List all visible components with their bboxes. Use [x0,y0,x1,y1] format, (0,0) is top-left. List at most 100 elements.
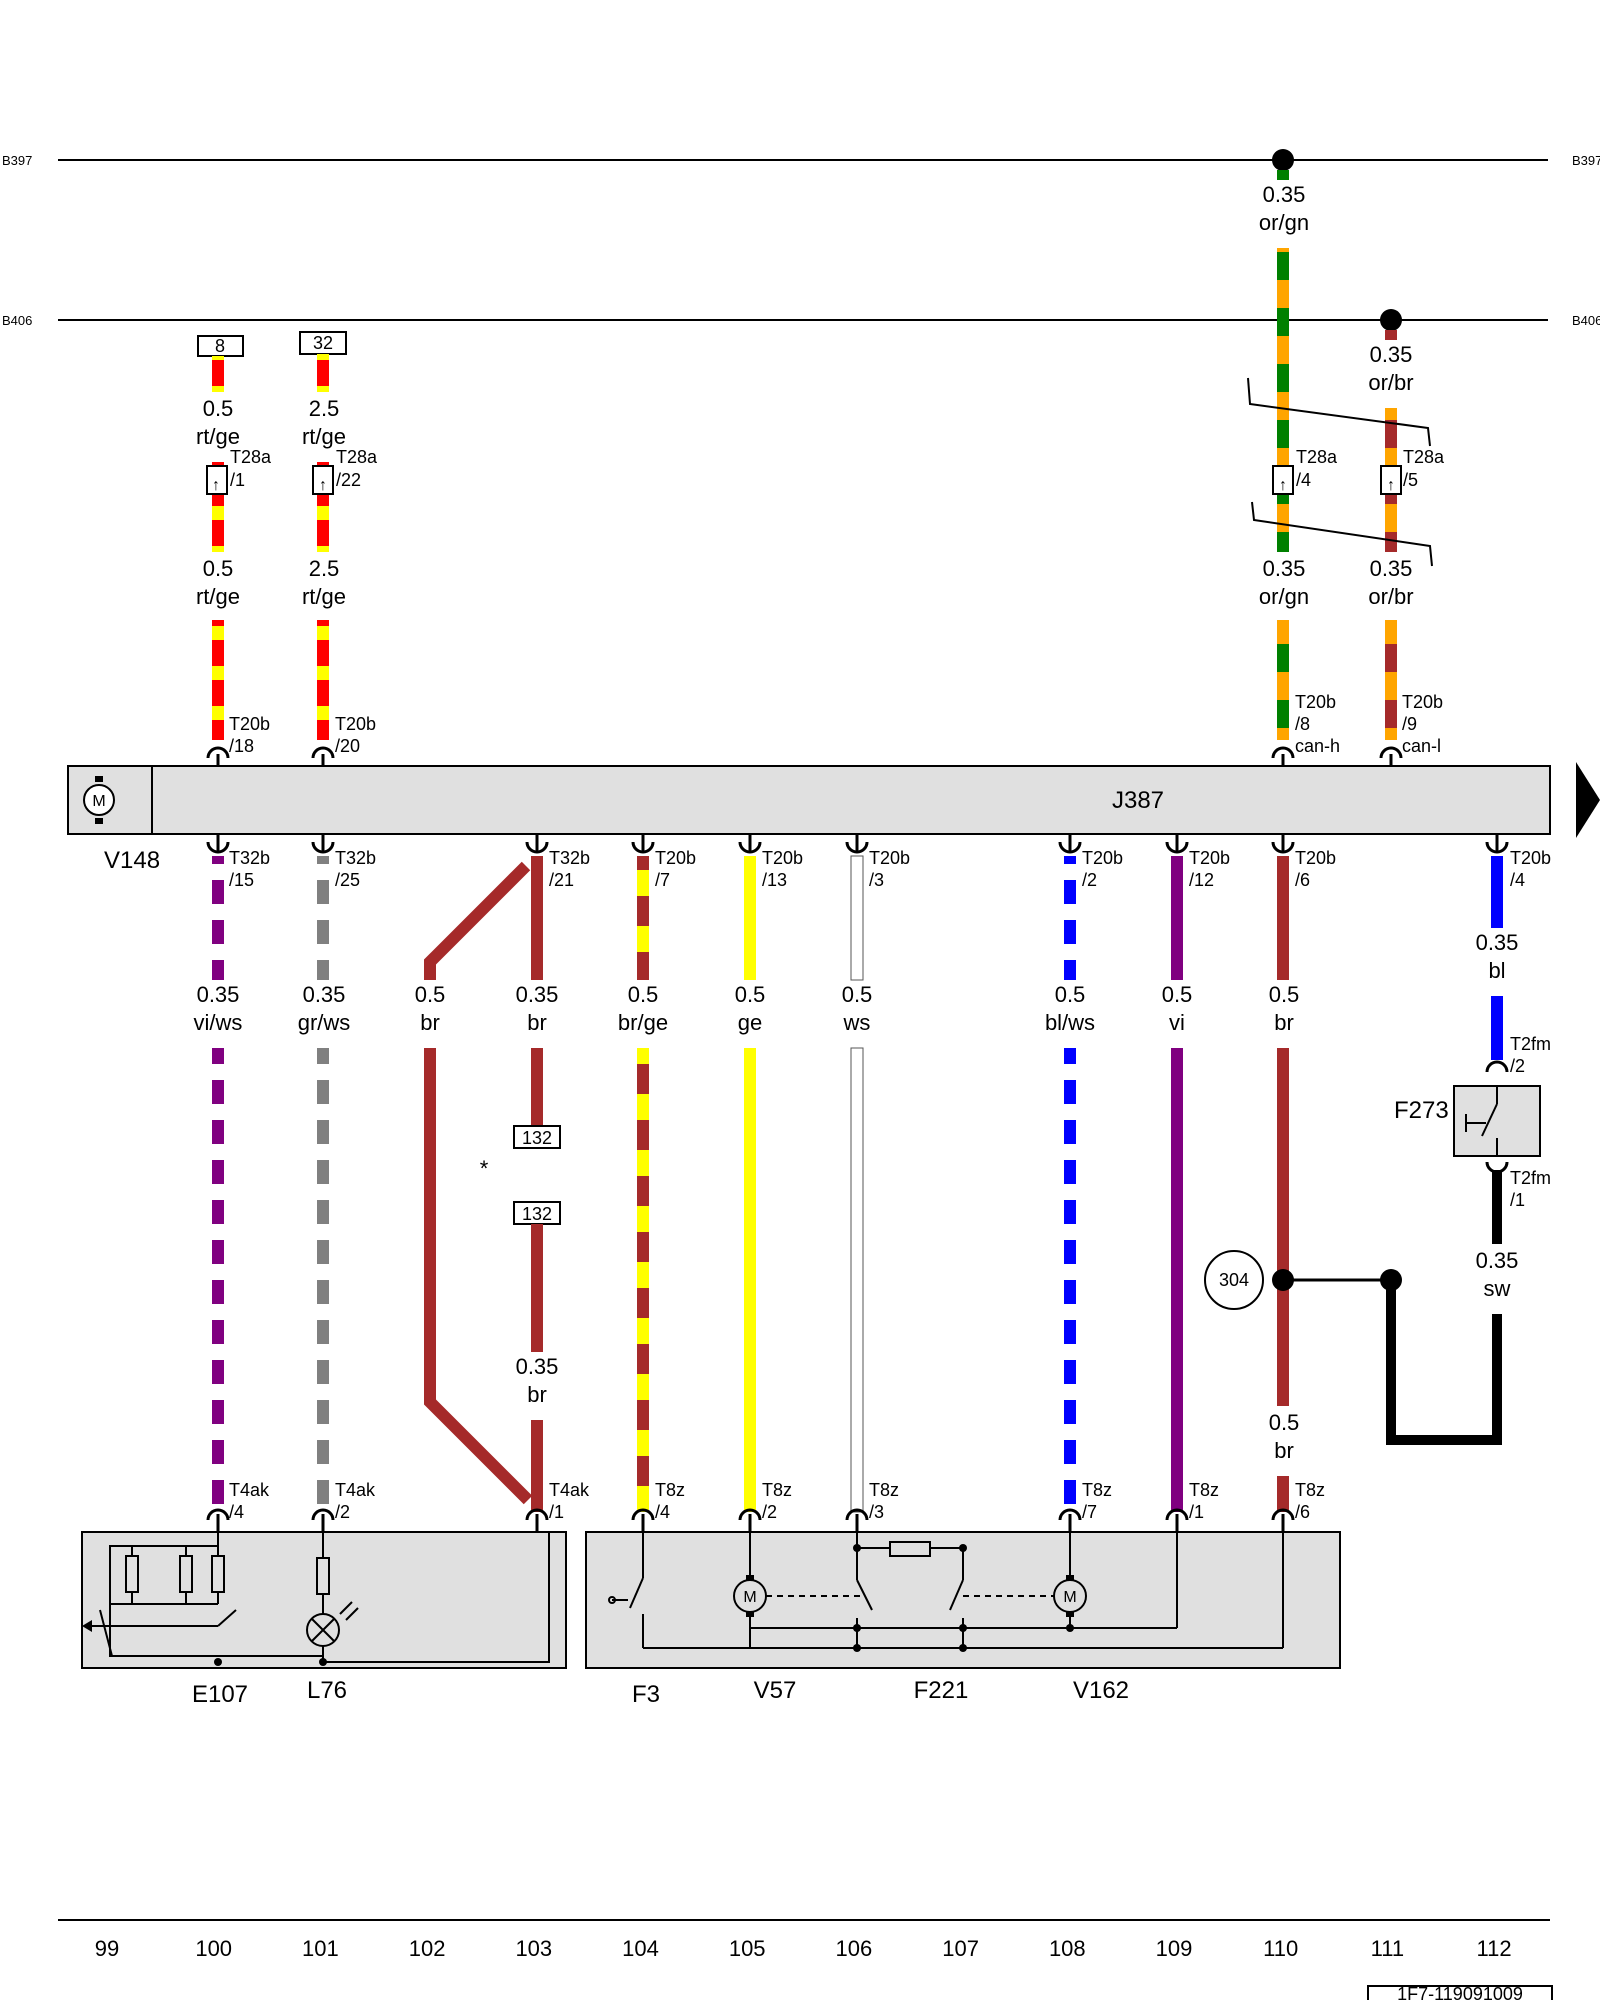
wire-104-color: br/ge [618,1010,668,1035]
t20b-18-arc [206,746,230,759]
wire-103-lower: T32b /21 0.35 br 132 132 0.35 br T4ak /1 [513,848,590,1522]
wire-105-lower: T20b /13 0.5 ge T8z /2 [735,848,803,1522]
t32b-15-pin: /15 [229,870,254,890]
wire-102-bypass: 0.5 br * [415,861,533,1505]
twisted-pair-brackets [1247,377,1433,567]
bottom-number-106: 106 [836,1936,873,1961]
rail-b397-right-label: B397 [1572,153,1600,168]
t2fm-1-label: T2fm [1510,1168,1551,1188]
wire-100-seg3 [212,620,224,740]
t20b-20-pin: /20 [335,736,360,756]
control-unit-j387: M J387 V148 [67,765,1551,874]
t28a-5-label: T28a [1403,447,1445,467]
rail-b406-left-label: B406 [2,313,32,328]
wire-110-seg2 [1277,620,1289,740]
wire-103-gauge: 0.35 [516,982,559,1007]
t20b-6-pin: /6 [1295,870,1310,890]
wire-104-lower: T20b /7 0.5 br/ge T8z /4 [618,848,696,1522]
wire-106-gauge: 0.5 [842,982,873,1007]
upper-connector-arcs [206,746,1403,759]
t28a-5-pin: /5 [1403,470,1418,490]
wire-100-color: vi/ws [194,1010,243,1035]
wire-110-seg1 [1277,248,1289,552]
t8z-3-pin: /3 [869,1502,884,1522]
t20b-8-pin: /8 [1295,714,1310,734]
wire-101-gauge-mid: 2.5 [309,556,340,581]
t20b-8-arc [1271,746,1295,759]
bottom-number-111: 111 [1371,1936,1404,1961]
rail-b397: B397 B397 [2,153,1600,168]
wire-108-lower: T20b /2 0.5 bl/ws T8z /7 [1045,848,1123,1522]
t20b-2-pin: /2 [1082,870,1097,890]
wire-106-lower: T20b /3 0.5 ws T8z /3 [842,848,910,1522]
wire-110-gauge-top: 0.35 [1263,182,1306,207]
wire-100-color-top: rt/ge [196,424,240,449]
ground-304-circle [1204,1250,1264,1310]
t28a-22-pin: /22 [336,470,361,490]
wire-108-color: bl/ws [1045,1010,1095,1035]
wire-106-color: ws [843,1010,871,1035]
bottom-number-99: 99 [95,1936,119,1961]
t20b-12-label: T20b [1189,848,1230,868]
wire-110-lower: T20b /6 0.5 br 0.5 br T8z /6 304 [1204,848,1502,1522]
t32b-25-pin: /25 [335,870,360,890]
splice-132-a-label: 132 [522,1128,552,1148]
t20b-3-label: T20b [869,848,910,868]
splice-132-a-box [513,1125,561,1149]
drawing-code: 1F7-119091009 [1397,1984,1523,2000]
f3-label: F3 [632,1681,660,1708]
v57-label: V57 [754,1677,797,1704]
splice-132-b-label: 132 [522,1204,552,1224]
wire-100-color-mid: rt/ge [196,584,240,609]
bottom-number-100: 100 [195,1936,232,1961]
t8z-4-label: T8z [655,1480,685,1500]
t8z-3-label: T8z [869,1480,899,1500]
lower-bottom-stems [216,1514,1285,1532]
wire-103-color: br [527,1010,547,1035]
t20b-4-label: T20b [1510,848,1551,868]
wire-110-gauge: 0.5 [1269,982,1300,1007]
t8z-2-label: T8z [762,1480,792,1500]
wire-101-color: gr/ws [298,1010,351,1035]
t20b-13-label: T20b [762,848,803,868]
t8z-1-label: T8z [1189,1480,1219,1500]
wire-110-color-2: br [1274,1438,1294,1463]
t20b-4-pin: /4 [1510,870,1525,890]
wire-111-color-mid: or/br [1368,584,1413,609]
wire-111-gauge-top: 0.35 [1370,342,1413,367]
e107-arrow-icon [82,1620,92,1632]
bottom-number-101: 101 [302,1936,339,1961]
wire-108-gauge: 0.5 [1055,982,1086,1007]
wire-112-gauge-2: 0.35 [1476,1248,1519,1273]
t20b-20-label: T20b [335,714,376,734]
v148-motor-icon [83,784,115,816]
t28a-22-connector [312,465,334,495]
wire-100-seg1 [212,356,224,392]
wire-105-gauge: 0.5 [735,982,766,1007]
wire-103-color-2: br [527,1382,547,1407]
t4ak-1-label: T4ak [549,1480,590,1500]
t20b-20-arc [311,746,335,759]
t28a-1-pin: /1 [230,470,245,490]
wire-111-upper: 0.35 or/br ↑ T28a /5 0.35 or/br T20b /9 … [1368,309,1445,756]
e107-label: E107 [192,1681,248,1708]
rail-b406-right-label: B406 [1572,313,1600,328]
wire-100-lower: T32b /15 0.35 vi/ws T4ak /4 [194,848,270,1522]
fuse-8-label: 8 [215,336,225,356]
t8z-1-pin: /1 [1189,1502,1204,1522]
wire-102-color: br [420,1010,440,1035]
t32b-21-pin: /21 [549,870,574,890]
t28a-5-connector [1380,465,1402,495]
t8z-7-label: T8z [1082,1480,1112,1500]
t20b-9-extra: can-l [1402,736,1441,756]
b397-junction-dot [1272,149,1294,171]
wire-101-upper: 32 2.5 rt/ge ↑ T28a /22 2.5 rt/ge T20b /… [299,331,378,756]
t8z-2-pin: /2 [762,1502,777,1522]
t32b-15-label: T32b [229,848,270,868]
upper-connector-stems [216,754,1393,766]
bottom-number-107: 107 [942,1936,979,1961]
v57-motor-glyph: M [743,1589,756,1606]
asterisk-note: * [480,1156,489,1181]
t4ak-4-label: T4ak [229,1480,270,1500]
